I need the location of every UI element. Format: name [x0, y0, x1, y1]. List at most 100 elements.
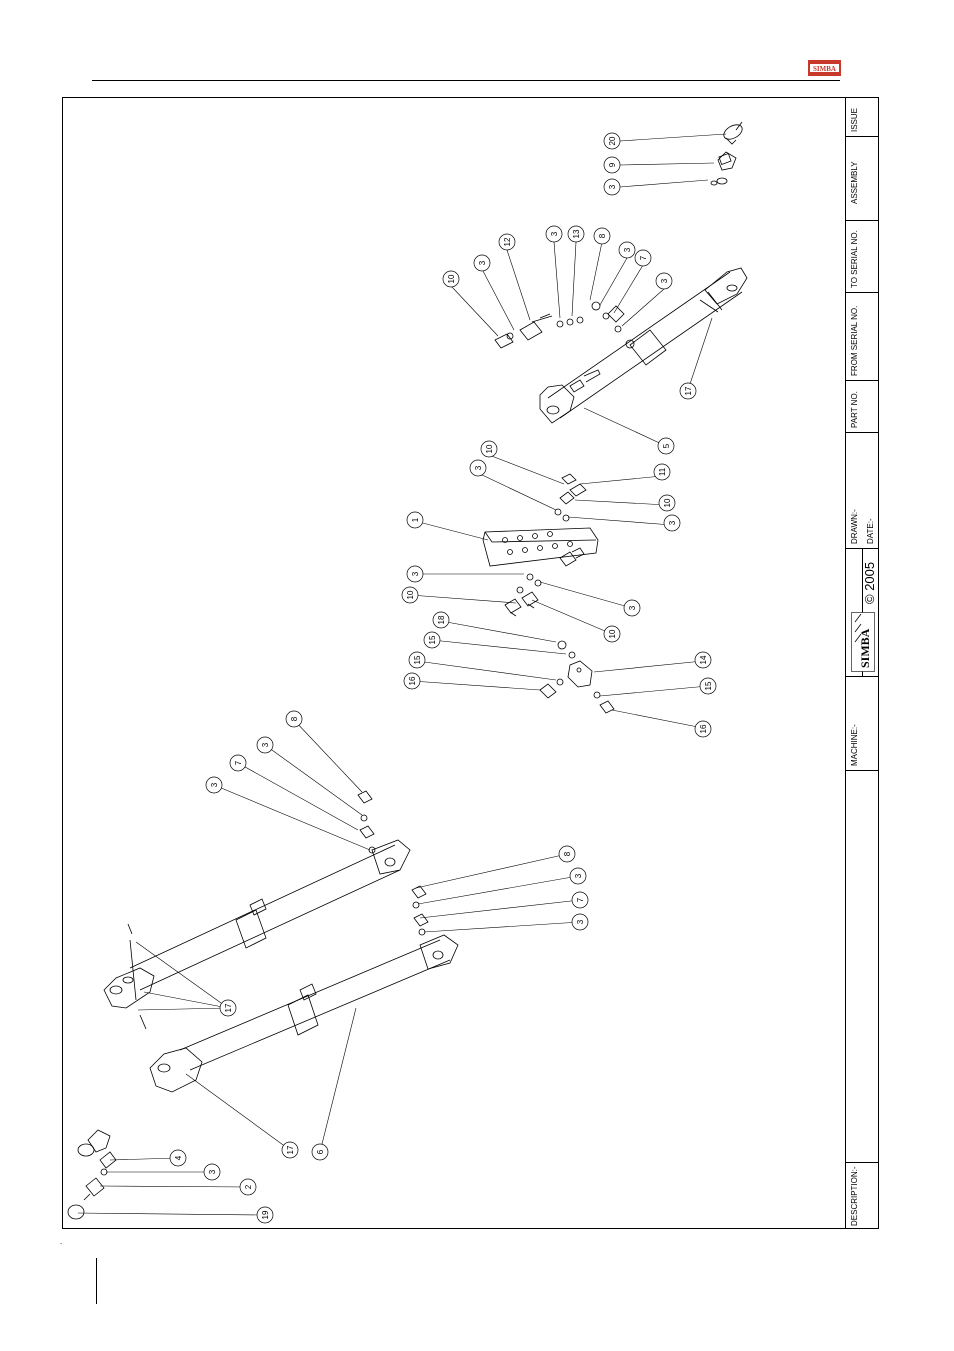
svg-text:2: 2	[244, 1184, 253, 1189]
balloon: 16	[694, 720, 712, 738]
coupling-group-top-right	[710, 121, 743, 186]
balloon: 3	[469, 459, 487, 477]
ram-cylinder-6	[149, 934, 459, 1093]
svg-text:17: 17	[286, 1145, 295, 1154]
tb-divider	[845, 1162, 879, 1163]
balloon: 8	[558, 845, 576, 863]
bottom-margin-mark	[96, 1258, 97, 1304]
balloon: 17	[679, 382, 697, 400]
svg-text:1: 1	[411, 517, 420, 522]
block-lower-fittings	[504, 573, 542, 617]
balloon: 19	[256, 1206, 274, 1224]
balloon: 14	[694, 651, 712, 669]
tb-divider	[845, 770, 879, 771]
svg-text:10: 10	[485, 444, 494, 453]
svg-text:8: 8	[598, 233, 607, 238]
balloon: 7	[571, 891, 589, 909]
tb-simba-logo: SIMBA	[851, 612, 875, 672]
svg-text:15: 15	[704, 681, 713, 690]
balloon: 10	[603, 625, 621, 643]
balloon: 3	[406, 565, 424, 583]
svg-text:7: 7	[576, 897, 585, 902]
svg-text:3: 3	[668, 520, 677, 525]
svg-text:19: 19	[261, 1210, 270, 1219]
tb-divider	[845, 432, 879, 433]
svg-text:18: 18	[437, 615, 446, 624]
svg-text:3: 3	[660, 278, 669, 283]
tb-divider	[845, 380, 879, 381]
ram-cylinder-5	[539, 267, 748, 424]
svg-text:3: 3	[608, 184, 617, 189]
balloon: 7	[634, 249, 652, 267]
header-rule	[92, 80, 840, 81]
svg-text:15: 15	[428, 635, 437, 644]
balloon: 6	[311, 1143, 329, 1161]
tb-divider	[845, 220, 879, 221]
svg-text:5: 5	[662, 443, 671, 448]
svg-text:8: 8	[290, 716, 299, 721]
svg-text:3: 3	[550, 231, 559, 236]
balloon: 3	[569, 867, 587, 885]
svg-text:3: 3	[210, 782, 219, 787]
svg-text:9: 9	[608, 162, 617, 167]
balloon: 9	[603, 156, 621, 174]
fitting-chain-upper	[494, 301, 625, 349]
balloon: 3	[545, 225, 563, 243]
balloon: 17	[281, 1141, 299, 1159]
svg-text:17: 17	[684, 386, 693, 395]
balloon: 4	[169, 1149, 187, 1167]
balloon: 3	[663, 514, 681, 532]
svg-text:13: 13	[572, 229, 581, 238]
svg-text:14: 14	[699, 655, 708, 664]
balloon: 10	[658, 494, 676, 512]
svg-text:7: 7	[234, 760, 243, 765]
balloon: 3	[473, 254, 491, 272]
balloon: 1	[406, 511, 424, 529]
balloon: 20	[603, 132, 621, 150]
svg-text:16: 16	[699, 724, 708, 733]
svg-text:11: 11	[658, 467, 667, 476]
balloon: 3	[603, 178, 621, 196]
balloon: 3	[623, 599, 641, 617]
svg-text:10: 10	[447, 274, 456, 283]
balloon: 7	[229, 754, 247, 772]
svg-text:3: 3	[474, 465, 483, 470]
leader-lines	[77, 133, 727, 1216]
tb-divider	[845, 292, 879, 293]
svg-text:4: 4	[174, 1155, 183, 1160]
simba-logo: SIMBA	[808, 60, 841, 76]
drawing-frame	[62, 97, 879, 1229]
balloon: 12	[498, 233, 516, 251]
valve-block-1	[482, 473, 599, 567]
balloon: 10	[480, 440, 498, 458]
svg-text:3: 3	[574, 873, 583, 878]
balloon: 3	[655, 272, 673, 290]
balloon: 13	[567, 225, 585, 243]
balloon: 5	[657, 437, 675, 455]
svg-text:10: 10	[406, 590, 415, 599]
title-block	[845, 97, 879, 1229]
svg-text:8: 8	[563, 851, 572, 856]
svg-text:3: 3	[628, 605, 637, 610]
balloon: 3	[205, 776, 223, 794]
balloon: 11	[653, 463, 671, 481]
tb-divider	[862, 548, 863, 676]
balloon: 18	[432, 611, 450, 629]
balloon: 3	[256, 736, 274, 754]
tb-divider	[845, 136, 879, 137]
ram-cylinder-upper-left	[103, 839, 411, 1030]
svg-text:16: 16	[408, 676, 417, 685]
svg-text:3: 3	[208, 1169, 217, 1174]
svg-text:17: 17	[224, 1003, 233, 1012]
ram-upper-fittings	[357, 790, 376, 854]
svg-text:7: 7	[639, 255, 648, 260]
corner-dot: .	[60, 1237, 63, 1246]
balloon-callouts: 20 9 3 10 3 12 3 13 8 3 7 3 17 5 10 3 11…	[169, 132, 717, 1224]
balloon: 3	[203, 1163, 221, 1181]
svg-text:3: 3	[411, 571, 420, 576]
svg-text:3: 3	[576, 919, 585, 924]
svg-text:20: 20	[608, 136, 617, 145]
balloon: 3	[571, 913, 589, 931]
svg-text:12: 12	[503, 237, 512, 246]
